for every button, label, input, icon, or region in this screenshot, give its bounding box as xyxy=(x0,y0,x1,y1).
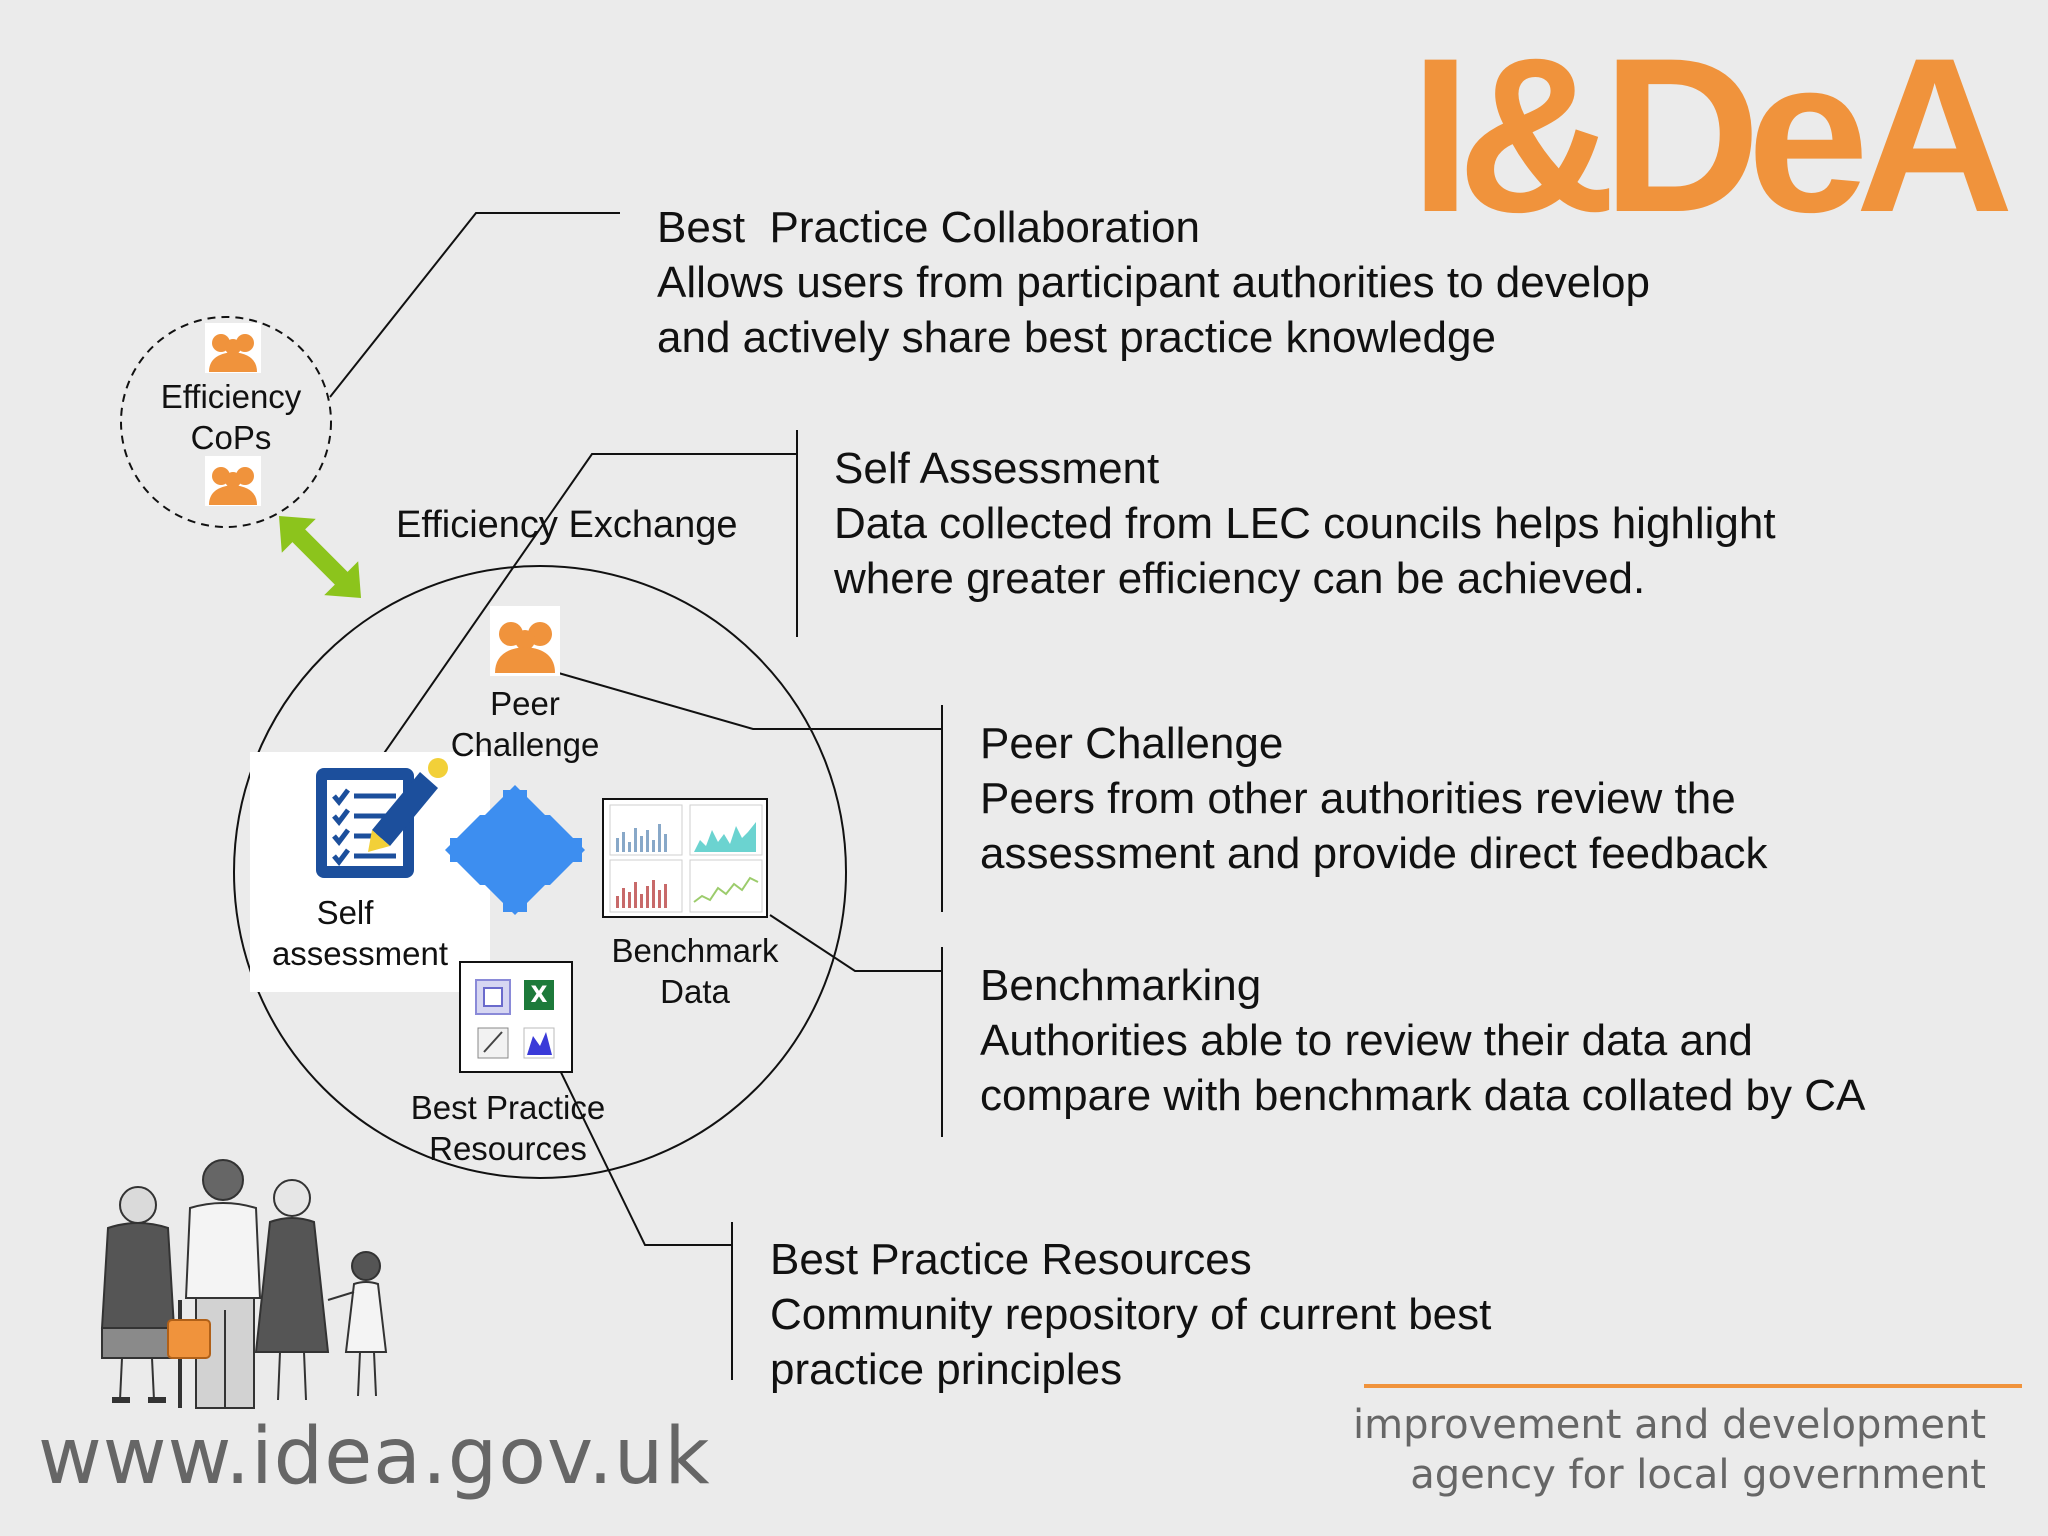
callout-resources-line2: practice principles xyxy=(770,1345,1123,1394)
efficiency-cops-line1: Efficiency xyxy=(160,378,302,415)
people-group-icon xyxy=(205,456,261,506)
four-way-arrow-icon xyxy=(445,785,585,915)
connector-resources xyxy=(554,1059,732,1246)
agency-tagline-line1: improvement and development xyxy=(1353,1402,1986,1448)
benchmark-data-label: Benchmark Data xyxy=(600,930,790,1012)
office-documents-icon: X xyxy=(459,961,573,1073)
connector-collaboration xyxy=(329,212,620,398)
double-arrow-icon xyxy=(278,515,362,599)
efficiency-exchange-circle xyxy=(233,565,847,1179)
website-url[interactable]: www.idea.gov.uk xyxy=(38,1412,711,1502)
agency-tagline-line2: agency for local government xyxy=(1410,1452,1986,1498)
callout-peer-challenge-line1: Peers from other authorities review the xyxy=(980,774,1736,823)
callout-peer-challenge-title: Peer Challenge xyxy=(980,719,1284,768)
callout-collaboration: Best Practice Collaboration Allows users… xyxy=(657,200,1650,365)
callout-peer-challenge: Peer Challenge Peers from other authorit… xyxy=(980,716,1768,881)
efficiency-cops-circle xyxy=(120,316,332,528)
best-practice-resources-line2: Resources xyxy=(429,1130,587,1167)
agency-tagline: improvement and development agency for l… xyxy=(1353,1400,1986,1500)
connector-self-assessment xyxy=(377,453,797,763)
chart-thumbnails-icon xyxy=(602,798,768,918)
efficiency-cops-label: Efficiency CoPs xyxy=(136,376,326,458)
callout-collaboration-title: Best Practice Collaboration xyxy=(657,203,1200,252)
peer-challenge-line2: Challenge xyxy=(450,726,600,763)
idea-logo: I&DeA xyxy=(1410,12,2014,258)
callout-resources: Best Practice Resources Community reposi… xyxy=(770,1232,1491,1397)
callout-self-assessment: Self Assessment Data collected from LEC … xyxy=(834,441,1776,606)
people-group-icon xyxy=(490,606,560,676)
callout-benchmarking: Benchmarking Authorities able to review … xyxy=(980,958,1865,1123)
connector-benchmarking xyxy=(769,914,942,972)
people-group-icon xyxy=(205,323,261,373)
callout-benchmarking-line1: Authorities able to review their data an… xyxy=(980,1016,1753,1065)
efficiency-exchange-label: Efficiency Exchange xyxy=(396,504,738,546)
family-illustration-icon xyxy=(100,1159,388,1409)
callout-collaboration-line2: and actively share best practice knowled… xyxy=(657,313,1496,362)
callout-self-assessment-title: Self Assessment xyxy=(834,444,1160,493)
callout-self-assessment-line1: Data collected from LEC councils helps h… xyxy=(834,499,1776,548)
self-assessment-line2: assessment xyxy=(271,935,449,972)
efficiency-cops-line2: CoPs xyxy=(190,419,272,456)
callout-resources-title: Best Practice Resources xyxy=(770,1235,1252,1284)
callout-benchmarking-title: Benchmarking xyxy=(980,961,1262,1010)
connector-lines xyxy=(329,212,943,1380)
svg-text:X: X xyxy=(531,983,548,1008)
peer-challenge-label: Peer Challenge xyxy=(430,683,620,765)
connector-peer-challenge xyxy=(554,671,942,730)
self-assessment-line1: Self xyxy=(316,894,374,931)
benchmark-data-line1: Benchmark xyxy=(611,932,779,969)
self-assessment-label: Self assessment xyxy=(265,892,455,974)
benchmark-data-line2: Data xyxy=(660,973,730,1010)
callout-collaboration-line1: Allows users from participant authoritie… xyxy=(657,258,1650,307)
callout-benchmarking-line2: compare with benchmark data collated by … xyxy=(980,1071,1866,1120)
best-practice-resources-label: Best Practice Resources xyxy=(398,1087,618,1169)
callout-resources-line1: Community repository of current best xyxy=(770,1290,1492,1339)
peer-challenge-line1: Peer xyxy=(490,685,560,722)
best-practice-resources-line1: Best Practice xyxy=(410,1089,606,1126)
callout-self-assessment-line2: where greater efficiency can be achieved… xyxy=(834,554,1646,603)
clipboard-checklist-icon xyxy=(316,758,448,878)
callout-peer-challenge-line2: assessment and provide direct feedback xyxy=(980,829,1768,878)
